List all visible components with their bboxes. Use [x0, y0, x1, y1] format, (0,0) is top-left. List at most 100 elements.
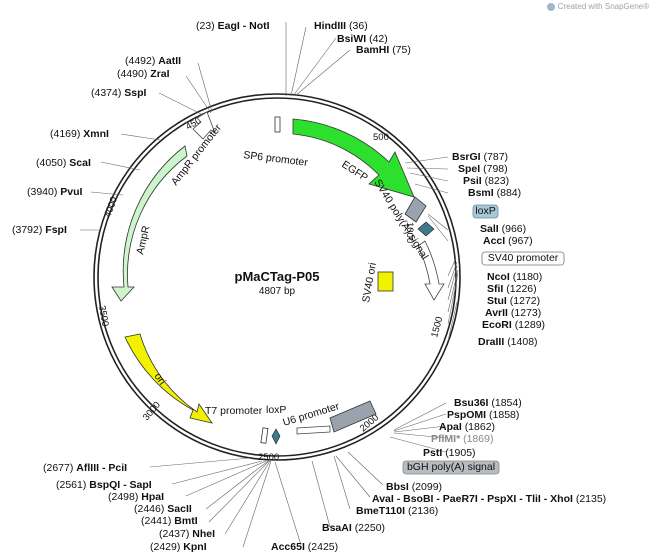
site-position: (823): [485, 175, 510, 187]
site-label-bspqi[interactable]: (2561) BspQI - SapI: [56, 479, 152, 491]
site-label-spei[interactable]: SpeI (798): [458, 163, 508, 175]
loxp-bottom-mark[interactable]: [271, 428, 281, 445]
bgh-polya-box[interactable]: [329, 400, 377, 433]
site-label-scai[interactable]: (4050) ScaI: [36, 157, 91, 169]
site-label-bsaai[interactable]: BsaAI (2250): [322, 522, 385, 534]
t7-promoter-box[interactable]: [260, 427, 269, 444]
site-name: SspI: [124, 87, 146, 99]
loxp-top-mark[interactable]: [417, 221, 435, 237]
site-position: (4374): [91, 87, 121, 99]
site-label-bsu36i[interactable]: Bsu36I (1854): [454, 397, 522, 409]
site-position: (75): [392, 44, 411, 56]
leader-lines: [80, 22, 459, 548]
site-label-sspi[interactable]: (4374) SspI: [91, 87, 147, 99]
site-label-eagi_noti[interactable]: (23) EagI - NotI: [196, 20, 270, 32]
site-label-hindiii[interactable]: HindIII (36): [314, 20, 368, 32]
site-name: FspI: [45, 224, 67, 236]
site-position: (2136): [408, 505, 438, 517]
egfp-arrow[interactable]: [292, 118, 415, 198]
site-label-psii[interactable]: PsiI (823): [463, 175, 509, 187]
u6-promoter-arrow[interactable]: [296, 425, 331, 435]
feature-label-ampr: AmpR: [134, 224, 152, 256]
site-label-ncoi[interactable]: NcoI (1180): [487, 271, 542, 283]
site-label-sacii[interactable]: (2446) SacII: [134, 503, 192, 515]
site-position: (1273): [511, 307, 541, 319]
site-name: AvrII: [485, 307, 508, 319]
site-position: (36): [349, 20, 368, 32]
site-label-bsmi[interactable]: BsmI (884): [468, 187, 521, 199]
sp6-promoter-box[interactable]: [274, 116, 281, 133]
site-position: (42): [369, 33, 388, 45]
site-label-pflmi[interactable]: PflMI* (1869): [431, 433, 493, 445]
feature-label-sv40ori: SV40 ori: [360, 262, 379, 304]
site-position: (4050): [36, 157, 66, 169]
site-label-bmti[interactable]: (2441) BmtI: [141, 515, 198, 527]
site-label-acci[interactable]: AccI (967): [483, 235, 533, 247]
site-position: (2099): [412, 481, 442, 493]
site-name: PspOMI: [447, 409, 486, 421]
site-name: StuI: [487, 295, 507, 307]
feature-label-ori: ori: [152, 371, 169, 387]
site-name: BbsI: [386, 481, 409, 493]
ampr-promoter-arrow[interactable]: [192, 111, 216, 140]
snapgene-logo-icon: [546, 2, 555, 11]
site-position: (4490): [117, 68, 147, 80]
site-label-fspi[interactable]: (3792) FspI: [12, 224, 67, 236]
site-label-afliii[interactable]: (2677) AflIII - PciI: [43, 462, 127, 474]
site-label-multi[interactable]: AvaI - BsoBI - PaeR7I - PspXI - TliI - X…: [372, 493, 606, 505]
site-label-avrii[interactable]: AvrII (1273): [485, 307, 541, 319]
tick-label: 4000: [102, 195, 120, 219]
site-name: AccI: [483, 235, 505, 247]
feature-label-sv40prom: SV40 promoter: [481, 251, 565, 266]
feature-label-sp6: SP6 promoter: [243, 149, 309, 169]
sv40-promoter-arrow[interactable]: [417, 240, 445, 301]
site-position: (2437): [159, 528, 189, 540]
site-label-bme[interactable]: BmeT110I (2136): [356, 505, 438, 517]
site-position: (1408): [507, 336, 537, 348]
site-position: (1272): [510, 295, 540, 307]
site-label-apai[interactable]: ApaI (1862): [439, 421, 495, 433]
site-label-zrai[interactable]: (4490) ZraI: [117, 68, 170, 80]
site-label-sali[interactable]: SalI (966): [480, 223, 526, 235]
site-label-psti[interactable]: PstI (1905): [423, 447, 476, 459]
site-name: SalI: [480, 223, 499, 235]
site-label-kpni[interactable]: (2429) KpnI: [150, 541, 207, 553]
site-name: NcoI: [487, 271, 510, 283]
site-label-stui[interactable]: StuI (1272): [487, 295, 540, 307]
site-label-xmni[interactable]: (4169) XmnI: [50, 128, 109, 140]
site-label-bbsi[interactable]: BbsI (2099): [386, 481, 442, 493]
site-label-aatii[interactable]: (4492) AatII: [125, 55, 181, 67]
site-name: EagI - NotI: [218, 20, 270, 32]
site-label-pspomi[interactable]: PspOMI (1858): [447, 409, 519, 421]
site-name: Acc65I: [271, 541, 305, 553]
site-name: EcoRI: [482, 319, 512, 331]
site-name: HindIII: [314, 20, 346, 32]
site-name: PsiI: [463, 175, 482, 187]
site-label-pvui[interactable]: (3940) PvuI: [27, 186, 83, 198]
site-name: SacII: [167, 503, 192, 515]
ori-arrow[interactable]: [124, 333, 213, 424]
site-position: (2561): [56, 479, 86, 491]
site-label-bsrgi[interactable]: BsrGI (787): [452, 151, 508, 163]
site-position: (1869): [463, 433, 493, 445]
site-position: (4492): [125, 55, 155, 67]
site-label-nhei[interactable]: (2437) NheI: [159, 528, 215, 540]
sv40-ori-box[interactable]: [377, 271, 394, 292]
site-label-bsiwi[interactable]: BsiWI (42): [337, 33, 388, 45]
site-name: BspQI - SapI: [89, 479, 152, 491]
features: [111, 111, 445, 445]
site-name: PflMI*: [431, 433, 461, 445]
site-label-bamhi[interactable]: BamHI (75): [356, 44, 411, 56]
site-label-draiii[interactable]: DraIII (1408): [478, 336, 538, 348]
ampr-arrow[interactable]: [111, 145, 188, 302]
site-position: (1180): [513, 271, 543, 283]
site-label-ecori[interactable]: EcoRI (1289): [482, 319, 545, 331]
tick-label: 1000: [404, 222, 415, 243]
sv40-polya-box[interactable]: [404, 196, 427, 223]
svg-text:bGH poly(A) signal: bGH poly(A) signal: [407, 461, 495, 473]
site-label-acc65i[interactable]: Acc65I (2425): [271, 541, 338, 553]
site-label-hpai[interactable]: (2498) HpaI: [108, 491, 164, 503]
site-label-sfii[interactable]: SfiI (1226): [487, 283, 537, 295]
tick-label: 3500: [96, 305, 111, 328]
site-name: AatII: [158, 55, 181, 67]
